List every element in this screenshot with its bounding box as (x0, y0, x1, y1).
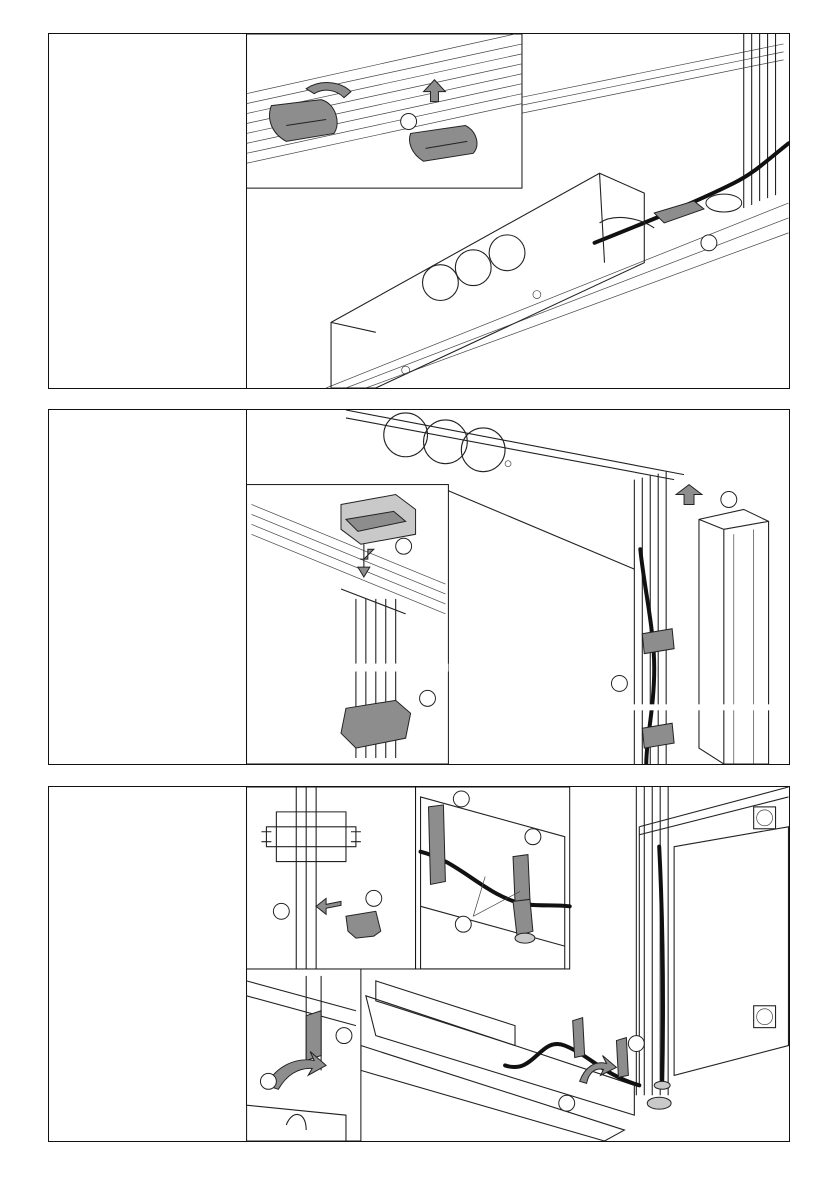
callout-mid-a (453, 791, 469, 807)
inset-detail (247, 34, 522, 188)
callout-left-a (336, 1028, 352, 1044)
callout-left-b (260, 1073, 276, 1089)
inset-top-middle (416, 787, 570, 969)
mark-ellipse (706, 194, 742, 212)
callout-frame (611, 676, 627, 692)
callout-inset-a (396, 538, 412, 554)
mounting-plate (331, 173, 654, 388)
enclosure-top (346, 410, 684, 480)
clip-upper (642, 629, 674, 654)
cable-duct (699, 509, 769, 764)
callout-base-a (628, 1036, 644, 1052)
step-panel-1 (48, 33, 790, 389)
frame-uprights (445, 472, 666, 764)
callout-2 (401, 114, 417, 130)
step-illustration (246, 410, 789, 764)
illustration-vertical-cable-duct (246, 410, 789, 764)
callout-1 (701, 235, 717, 251)
foot (647, 1081, 671, 1109)
step-illustration (246, 787, 789, 1141)
inset-base-left (247, 969, 361, 1141)
callout-duct (721, 492, 737, 508)
step-panel-2 (48, 409, 790, 765)
step-text-column (49, 410, 247, 764)
clip-base-b (616, 1038, 628, 1078)
clip-insert (346, 911, 381, 938)
inset-top-left (247, 787, 416, 969)
illustration-cable-clip-mounting (246, 34, 789, 388)
illustration-base-cable-routing (246, 787, 789, 1141)
step-text-column (49, 34, 247, 388)
clip-base-a (573, 1018, 585, 1058)
callout-mid-b (525, 829, 541, 845)
step-text-column (49, 787, 247, 1141)
inset-detail (247, 485, 449, 764)
step-illustration (246, 34, 789, 388)
step-panel-3 (48, 786, 790, 1142)
callout-inset-b (420, 690, 436, 706)
callout-mid-c (455, 916, 471, 932)
callout-base-b (559, 1095, 575, 1111)
clip-inset-a (429, 805, 446, 885)
clip-lower (642, 723, 674, 748)
duct-arrow (676, 485, 702, 505)
cable-clip (654, 201, 704, 223)
callout-top-b (273, 903, 289, 919)
callout-top-a (366, 890, 382, 906)
